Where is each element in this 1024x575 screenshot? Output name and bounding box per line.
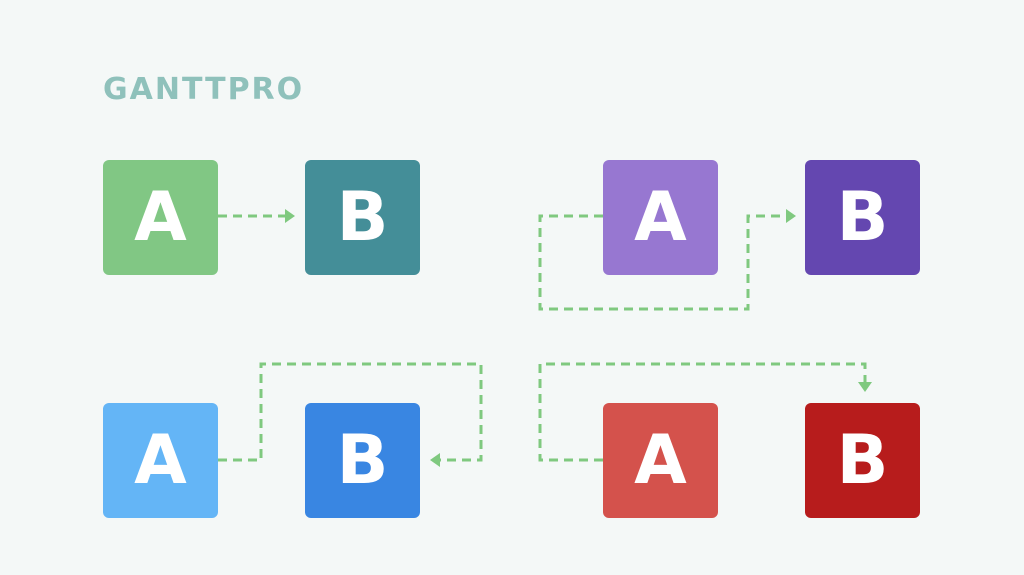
arrowhead-right-icon: [786, 209, 796, 223]
arrowhead-left-icon: [430, 453, 440, 467]
task-b-start-to-finish: B: [805, 403, 920, 518]
task-b-start-to-start: B: [805, 160, 920, 275]
task-b-finish-to-start: B: [305, 160, 420, 275]
task-a-finish-to-finish: A: [103, 403, 218, 518]
task-b-label: B: [336, 420, 389, 500]
task-a-label: A: [634, 177, 687, 257]
task-a-label: A: [634, 420, 687, 500]
task-b-label: B: [336, 177, 389, 257]
connector-start-to-finish: [538, 362, 867, 462]
task-b-finish-to-finish: B: [305, 403, 420, 518]
ganttpro-logo: GANTTPRO: [103, 72, 305, 107]
task-a-start-to-start: A: [603, 160, 718, 275]
connector-start-to-start: [538, 214, 789, 311]
task-a-label: A: [134, 420, 187, 500]
task-a-label: A: [134, 177, 187, 257]
arrowhead-right-icon: [285, 209, 295, 223]
task-a-finish-to-start: A: [103, 160, 218, 275]
task-a-start-to-finish: A: [603, 403, 718, 518]
task-b-label: B: [836, 177, 889, 257]
task-b-label: B: [836, 420, 889, 500]
arrowhead-down-icon: [858, 382, 872, 392]
connector-finish-to-finish: [218, 362, 483, 462]
